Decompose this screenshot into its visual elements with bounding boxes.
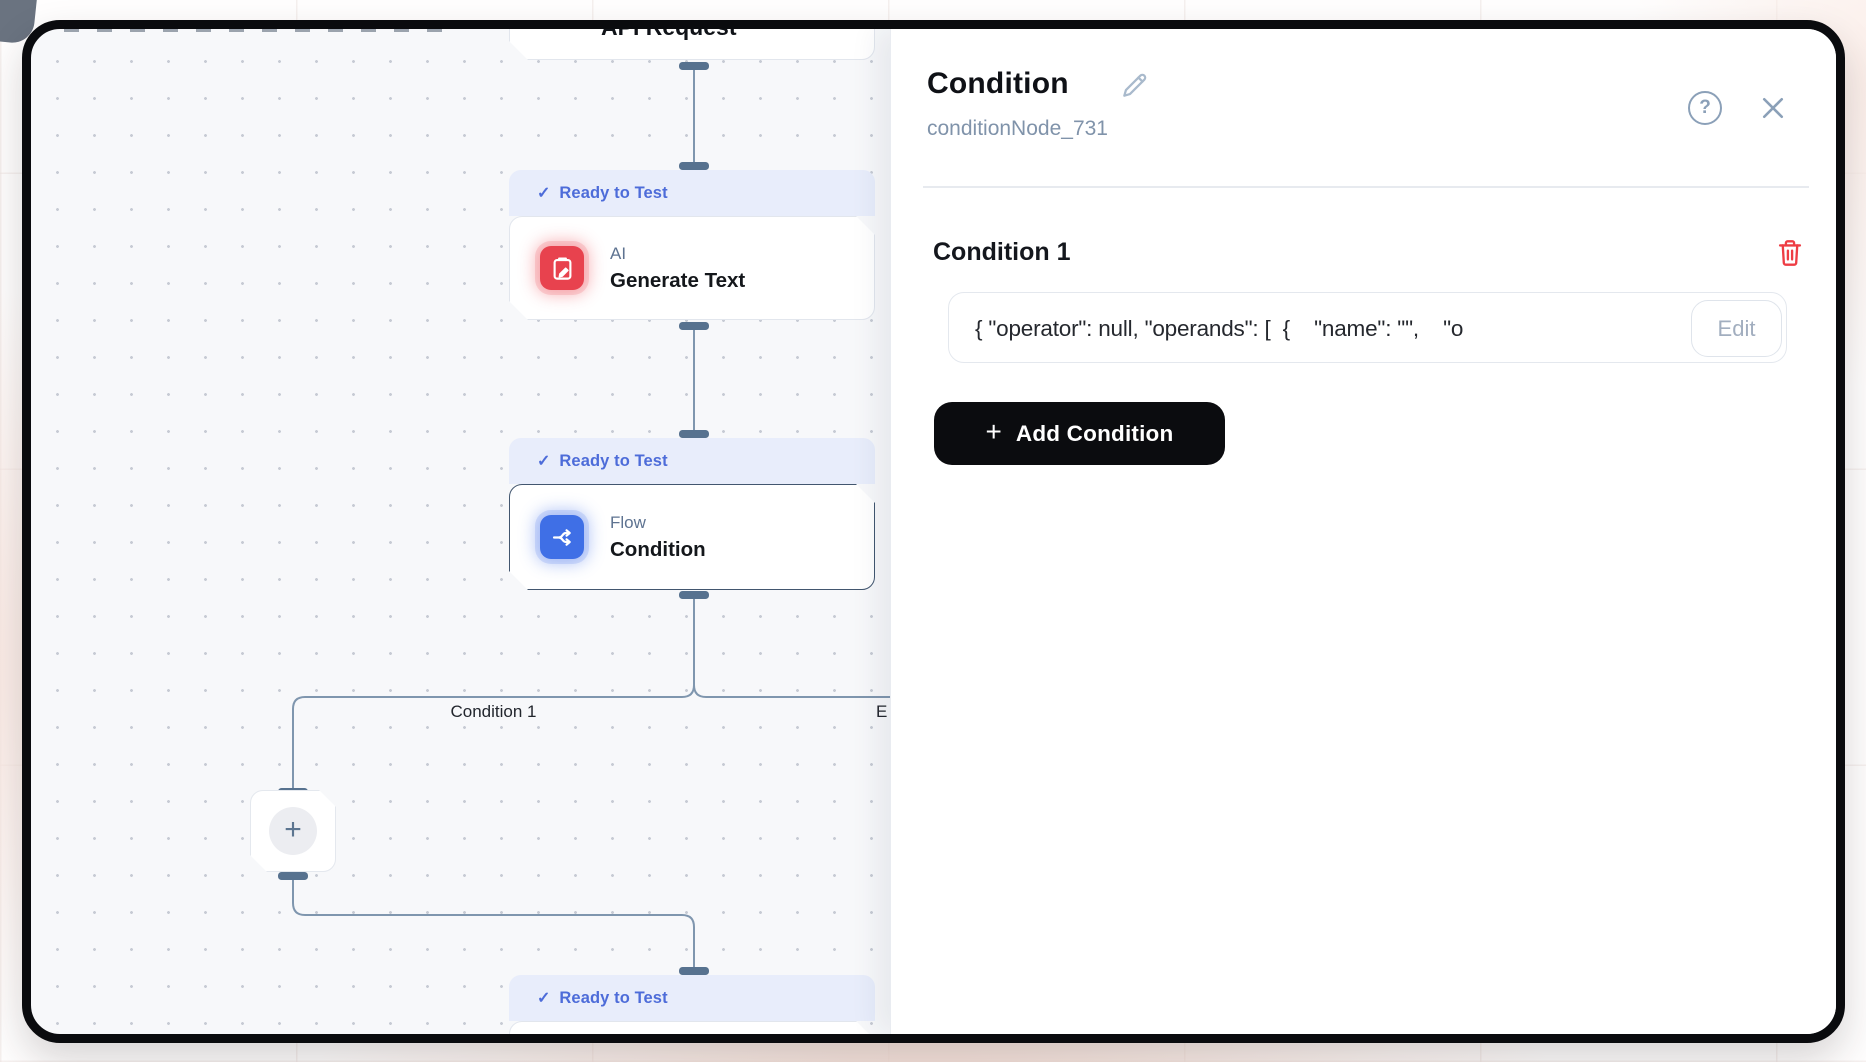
edge-handle [679, 322, 709, 330]
help-icon[interactable]: ? [1688, 91, 1722, 125]
ready-to-test-badge[interactable]: ✓ Ready to Test [509, 170, 875, 216]
edit-button[interactable]: Edit [1691, 300, 1782, 357]
edge-handle [679, 430, 709, 438]
node-api-request[interactable]: API Request [509, 20, 875, 60]
condition-expression-field[interactable]: { "operator": null, "operands": [ { "nam… [948, 292, 1787, 363]
plus-icon[interactable]: + [269, 807, 317, 855]
ready-to-test-badge[interactable]: ✓ Ready to Test [509, 975, 875, 1021]
edge-branch-right [693, 599, 911, 698]
pencil-icon[interactable] [1119, 69, 1151, 101]
condition-section-heading: Condition 1 [933, 238, 1071, 266]
flow-edges [278, 62, 911, 975]
branch-label-condition-1: Condition 1 [450, 702, 537, 721]
plus-icon: + [985, 416, 1002, 447]
node-id-label: conditionNode_731 [927, 117, 1108, 140]
edge-left-to-bottom [292, 880, 695, 968]
badge-label: Ready to Test [559, 451, 668, 470]
check-icon: ✓ [537, 990, 551, 1007]
panel-title: Condition [927, 67, 1069, 100]
close-icon[interactable] [1758, 93, 1788, 123]
clipboard-edit-icon [540, 246, 584, 290]
ready-to-test-badge[interactable]: ✓ Ready to Test [509, 438, 875, 484]
node-title: Generate Text [610, 268, 746, 292]
branch-icon [540, 515, 584, 559]
workflow-window: API Request ✓ Ready to Test [22, 20, 1845, 1043]
check-icon: ✓ [537, 453, 551, 470]
node-category: AI [610, 243, 627, 263]
edge-handle [679, 162, 709, 170]
branch-label-else-partial: E [876, 702, 888, 721]
trash-icon[interactable] [1776, 237, 1804, 269]
edge-handle [679, 967, 709, 975]
condition-config-panel: Condition conditionNode_731 ? Condition … [890, 29, 1836, 1034]
edge-branch-left [292, 599, 695, 788]
panel-divider [923, 186, 1809, 188]
node-card[interactable] [509, 1021, 875, 1043]
add-condition-button[interactable]: + Add Condition [934, 402, 1225, 465]
node-card[interactable]: Flow Condition [509, 484, 875, 590]
badge-label: Ready to Test [559, 183, 668, 202]
edge-handle [679, 62, 709, 70]
node-category: Flow [610, 512, 646, 532]
selection-dashed-line [31, 29, 459, 32]
node-condition[interactable]: ✓ Ready to Test Flow [509, 438, 875, 590]
edge-handle [278, 872, 308, 880]
condition-expression-text: { "operator": null, "operands": [ { "nam… [975, 316, 1464, 341]
node-title: API Request [601, 20, 737, 40]
badge-label: Ready to Test [559, 988, 668, 1007]
node-title: Condition [610, 537, 706, 561]
add-step-node[interactable]: + [250, 790, 336, 872]
node-card[interactable]: AI Generate Text [509, 216, 875, 320]
check-icon: ✓ [537, 185, 551, 202]
node-generate-text[interactable]: ✓ Ready to Test AI Generate Text [509, 170, 875, 320]
edge-handle [679, 591, 709, 599]
node-bottom[interactable]: ✓ Ready to Test [509, 975, 875, 1043]
